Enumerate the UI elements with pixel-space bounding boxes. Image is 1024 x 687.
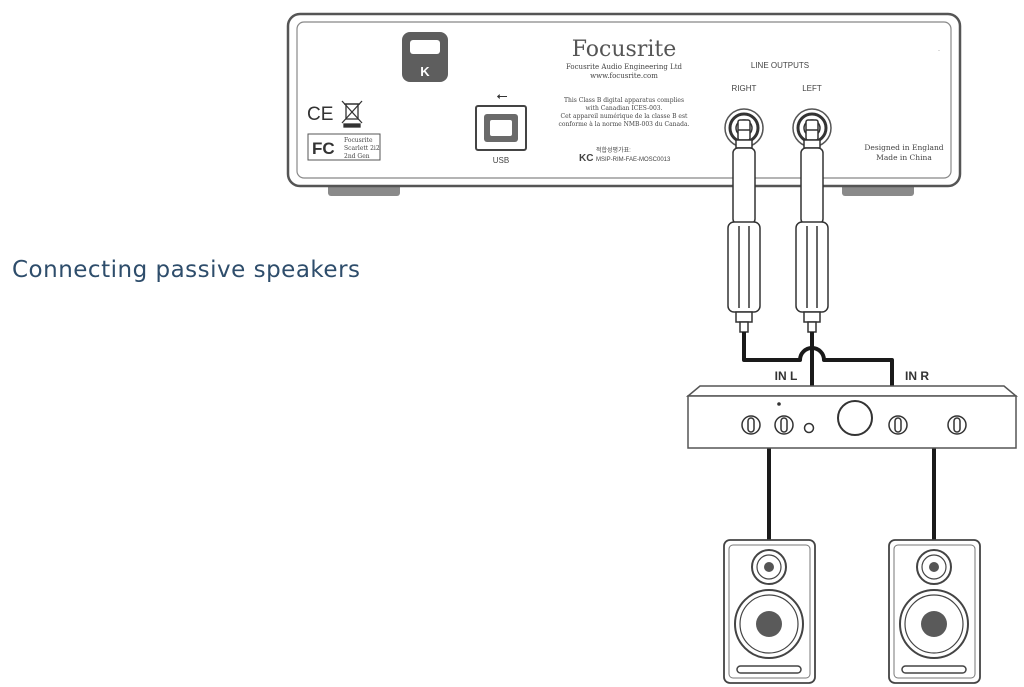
amplifier-knob: [888, 415, 908, 435]
weee-bin-icon: [341, 100, 363, 128]
origin-text-line: Made in China: [876, 153, 932, 162]
woofer: [899, 589, 969, 659]
amplifier: IN L IN R: [685, 369, 1019, 449]
tweeter: [751, 549, 787, 585]
usb-symbol-icon: ⭠: [496, 87, 507, 103]
power-led-icon: [777, 402, 781, 406]
left-output-label: LEFT: [802, 84, 822, 93]
amplifier-knob: [774, 415, 794, 435]
audio-cables: [742, 332, 936, 540]
left-jack-plug: [795, 119, 829, 333]
speaker-port: [901, 665, 967, 674]
usb-port: ⭠ USB: [475, 87, 527, 165]
compliance-text-line: conforme à la norme NMB-003 du Canada.: [559, 121, 690, 128]
woofer: [734, 589, 804, 659]
right-output-label: RIGHT: [732, 84, 757, 93]
diagram-heading: Connecting passive speakers: [12, 257, 361, 283]
dot-mark: ·: [938, 48, 940, 54]
company-name: Focusrite Audio Engineering Ltd: [566, 63, 683, 71]
fcc-text-line: Scarlett 2i2: [344, 145, 380, 152]
compliance-text-line: This Class B digital apparatus complies: [564, 97, 684, 104]
amplifier-knob: [947, 415, 967, 435]
interface-panel: [296, 21, 952, 179]
fcc-logo-icon: FC: [312, 139, 335, 158]
speaker-port: [736, 665, 802, 674]
audio-interface-rear-panel: K CE FC Focusrite Scarlett 2i2 2nd Gen ⭠…: [286, 12, 962, 196]
right-speaker: [888, 539, 981, 684]
tweeter: [916, 549, 952, 585]
fcc-compliance-box: FC Focusrite Scarlett 2i2 2nd Gen: [307, 133, 381, 161]
compliance-text-line: with Canadian ICES-003.: [585, 105, 662, 112]
kensington-lock-badge: K: [402, 32, 448, 82]
fcc-text-line: 2nd Gen: [344, 153, 370, 160]
in-l-label: IN L: [775, 369, 798, 383]
in-r-label: IN R: [905, 369, 929, 383]
cable-right-output-to-in-r: [742, 332, 894, 386]
kc-text-line: 적합성평가표:: [596, 146, 631, 154]
amplifier-knob: [741, 415, 761, 435]
company-website: www.focusrite.com: [590, 72, 658, 80]
left-speaker: [723, 539, 816, 684]
kc-mark-icon: KC: [579, 153, 593, 164]
headphone-jack: [803, 422, 815, 434]
right-jack-plug: [727, 119, 761, 333]
volume-knob: [837, 400, 873, 436]
origin-text-line: Designed in England: [864, 143, 943, 152]
kensington-letter: K: [420, 64, 430, 79]
brand-logo: Focusrite: [572, 37, 677, 62]
amplifier-top: [685, 385, 1019, 397]
ce-mark-icon: CE: [307, 104, 333, 125]
compliance-text-line: Cet appareil numérique de la classe B es…: [561, 113, 689, 120]
line-outputs-label: LINE OUTPUTS: [751, 61, 809, 70]
fcc-text-line: Focusrite: [344, 137, 373, 144]
interface-chassis: [286, 12, 962, 188]
usb-label: USB: [493, 156, 509, 165]
kc-text-line: MSIP-RIM-FAE-MOSC0013: [596, 157, 671, 163]
svg-text:KC: KC: [579, 153, 593, 164]
